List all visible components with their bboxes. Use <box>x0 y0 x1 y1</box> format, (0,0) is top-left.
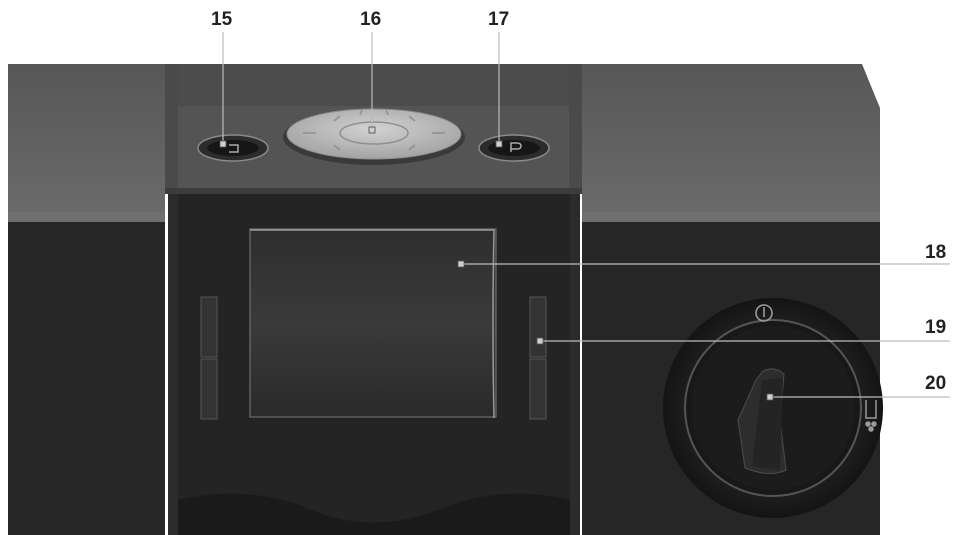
marker-20 <box>766 393 774 401</box>
callout-label-17: 17 <box>488 9 510 30</box>
callout-label-18: 18 <box>925 242 947 263</box>
marker-16 <box>368 126 376 134</box>
left-side-buttons[interactable] <box>200 296 218 420</box>
rotary-knob[interactable] <box>663 298 883 518</box>
marker-18 <box>457 260 465 268</box>
steam-hot-water-icon <box>865 400 877 432</box>
program-button[interactable] <box>478 134 550 162</box>
left-body-panel <box>8 64 165 535</box>
callout-label-15: 15 <box>211 9 233 30</box>
callout-label-20: 20 <box>925 373 947 394</box>
callout-label-19: 19 <box>925 317 947 338</box>
marker-17 <box>495 140 503 148</box>
standby-button[interactable] <box>197 134 269 162</box>
callout-markers <box>219 126 774 401</box>
power-on-icon <box>755 304 773 322</box>
navigation-dial[interactable] <box>283 108 465 165</box>
callout-label-16: 16 <box>360 9 382 30</box>
power-standby-icon <box>229 144 239 153</box>
dial-arrow-marks <box>303 109 445 151</box>
program-p-icon <box>510 142 522 152</box>
callout-lines <box>222 32 950 398</box>
display-screen <box>249 228 497 419</box>
marker-19 <box>536 337 544 345</box>
marker-15 <box>219 140 227 148</box>
